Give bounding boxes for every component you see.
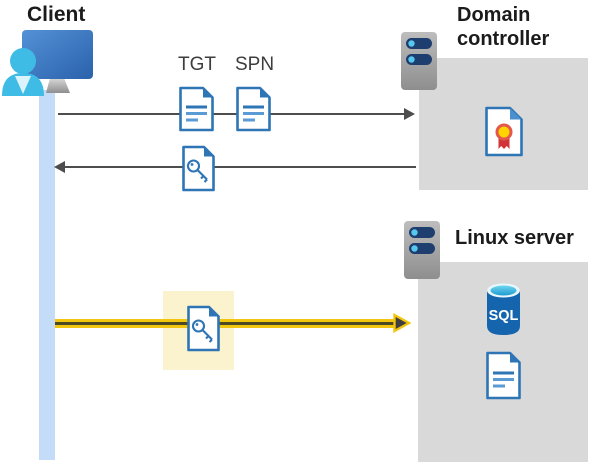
arrow-client-to-linux-line	[55, 319, 396, 328]
service-ticket-key-document-icon	[182, 145, 215, 192]
arrow-dc-to-client-line	[64, 166, 416, 168]
certificate-icon	[485, 106, 523, 157]
spn-label: SPN	[235, 54, 275, 75]
keytab-key-document-icon	[187, 305, 220, 352]
person-icon	[2, 48, 44, 96]
monitor-icon	[22, 30, 93, 93]
arrow-client-to-dc-head	[404, 108, 415, 120]
sql-database-icon: SQL	[487, 283, 520, 335]
arrow-client-to-dc-line	[58, 113, 406, 115]
tgt-document-icon	[179, 86, 214, 132]
tgt-label: TGT	[178, 54, 216, 75]
keytab-document-icon	[486, 351, 521, 400]
spn-document-icon	[236, 86, 271, 132]
client-icon	[2, 30, 93, 96]
arrow-client-to-linux-head	[393, 313, 411, 333]
client-label: Client	[27, 3, 86, 26]
linux-server-icon	[404, 221, 440, 279]
sql-icon-text: SQL	[489, 308, 519, 324]
linux-server-label: Linux server	[455, 227, 574, 249]
dc-server-icon	[401, 32, 437, 90]
arrow-dc-to-client-head	[54, 161, 65, 173]
domain-controller-label: Domain controller	[457, 4, 550, 50]
client-timeline	[39, 90, 55, 460]
